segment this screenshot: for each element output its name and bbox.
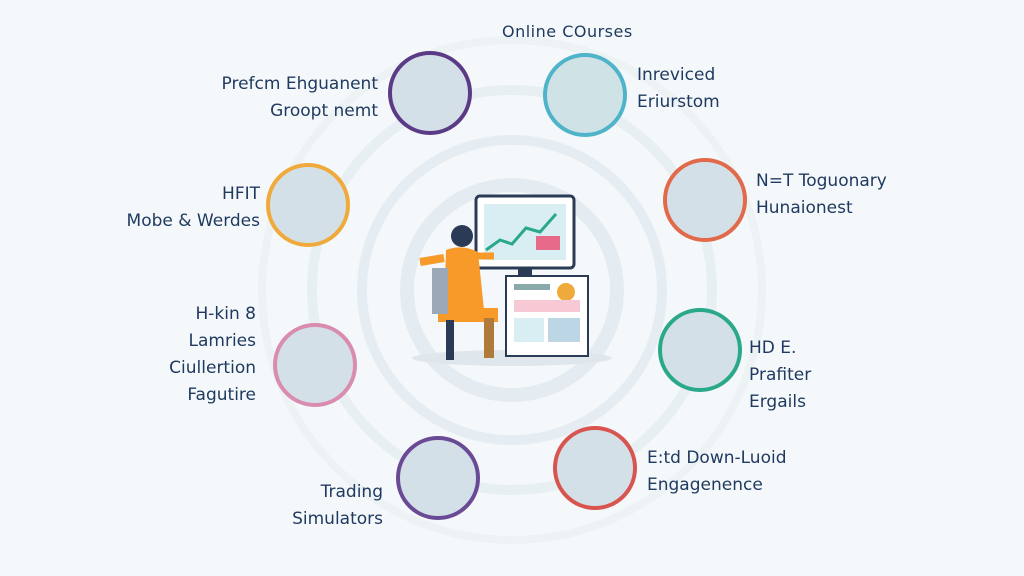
node-circle[interactable] bbox=[396, 436, 480, 520]
node-circle[interactable] bbox=[543, 53, 627, 137]
node-circle[interactable] bbox=[663, 158, 747, 242]
node-circle[interactable] bbox=[388, 51, 472, 135]
node-circle[interactable] bbox=[266, 163, 350, 247]
node-circle[interactable] bbox=[273, 323, 357, 407]
node-circle[interactable] bbox=[658, 308, 742, 392]
online-courses-title: Online COurses bbox=[502, 22, 633, 41]
person-at-computer-illustration bbox=[412, 194, 612, 366]
node-circle[interactable] bbox=[553, 426, 637, 510]
